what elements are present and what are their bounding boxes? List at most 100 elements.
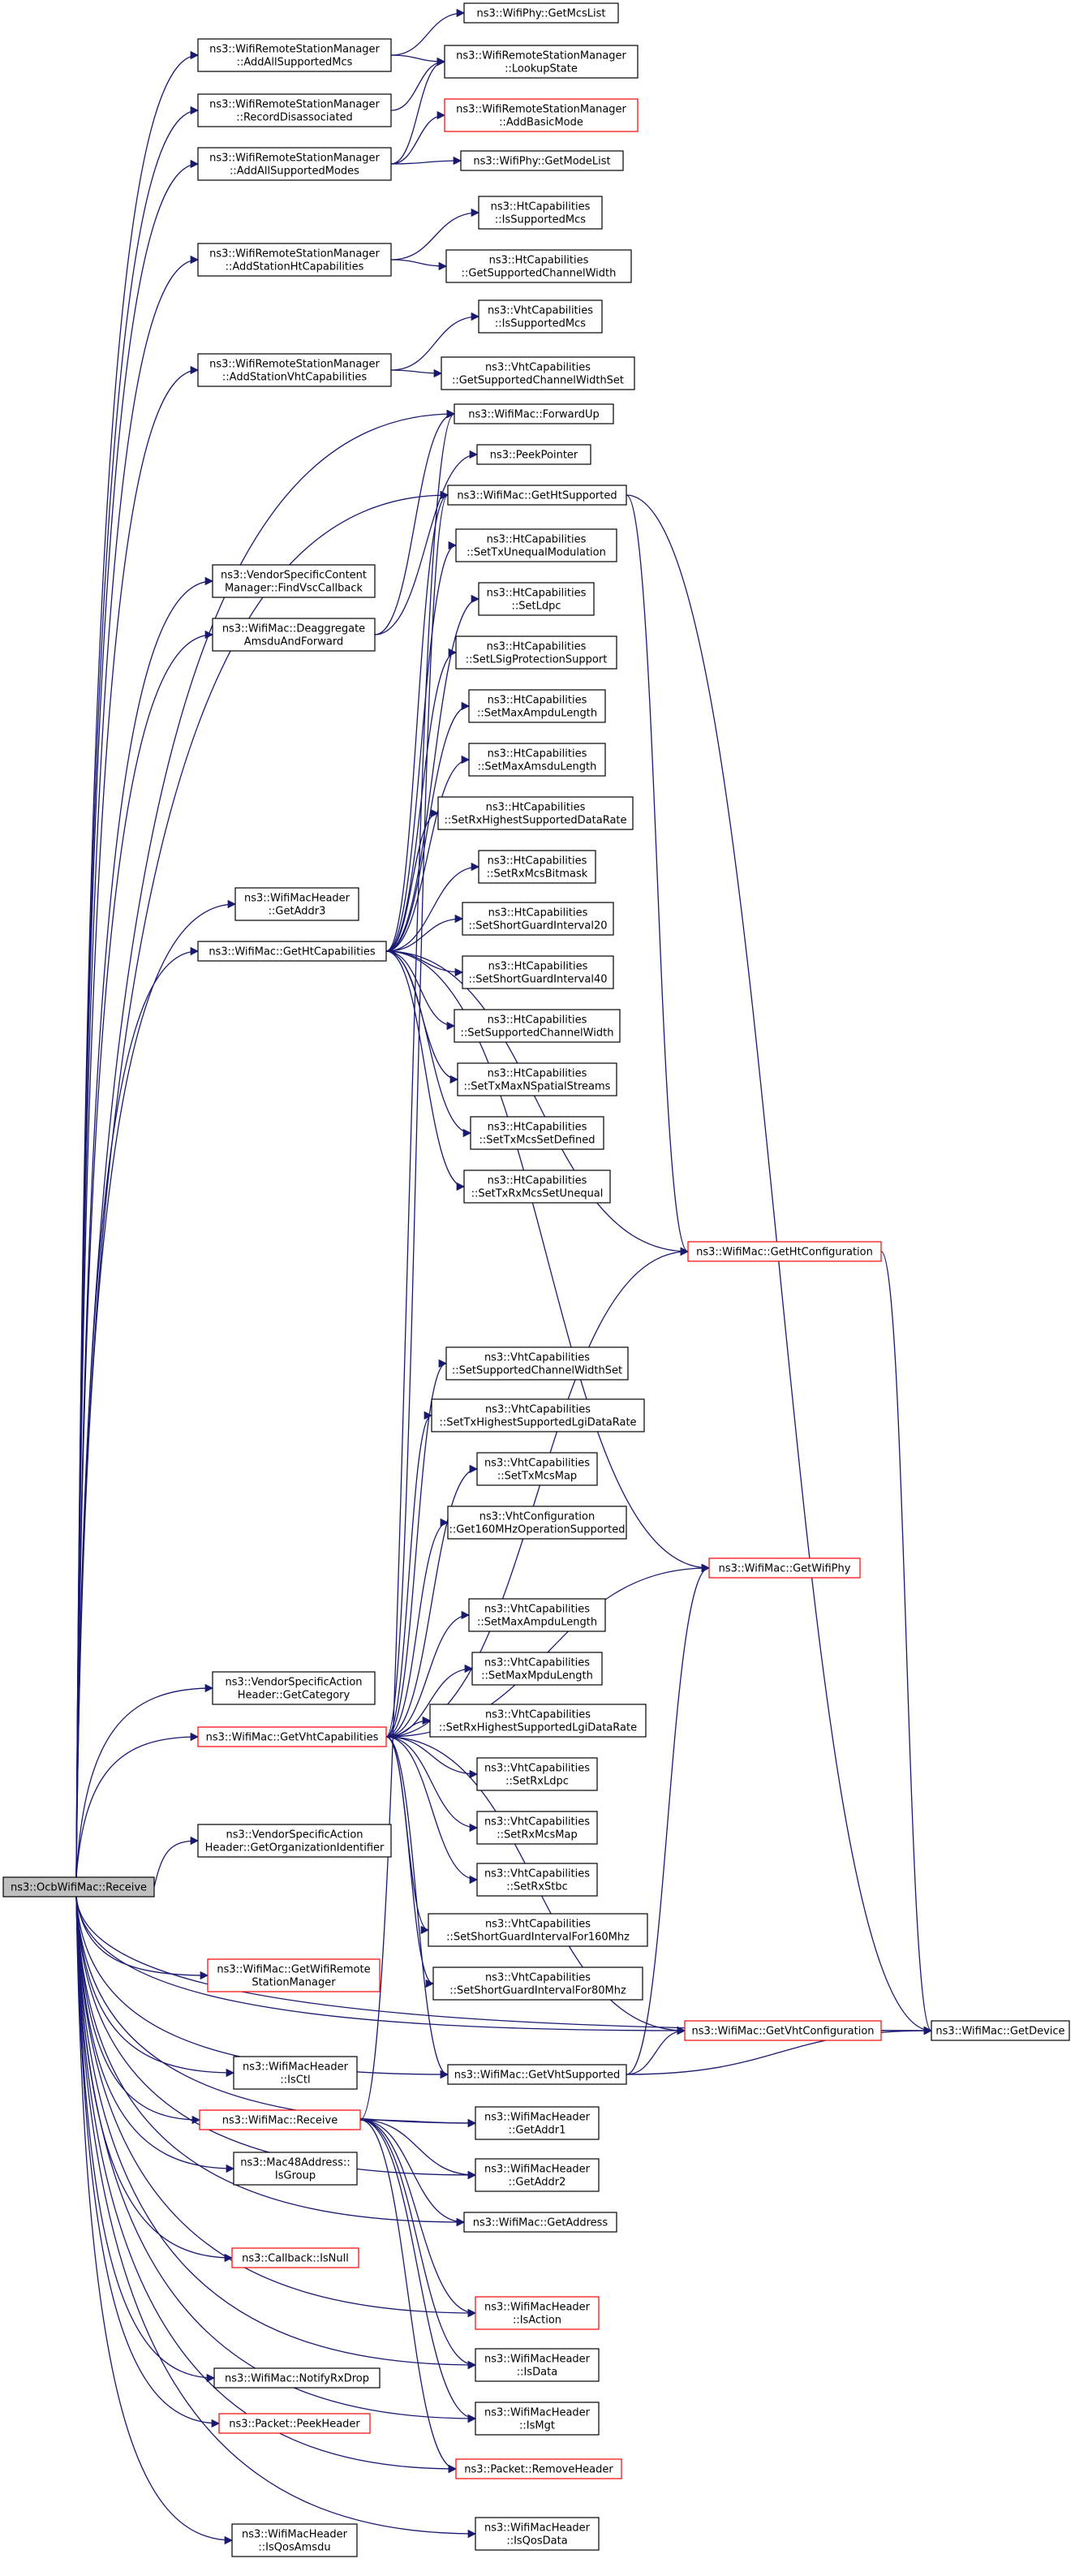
node-vhtIsSupMcs[interactable]: ns3::VhtCapabilities::IsSupportedMcs: [478, 299, 603, 334]
node-recordDisassoc[interactable]: ns3::WifiRemoteStationManager::RecordDis…: [197, 93, 392, 127]
node-getDevice[interactable]: ns3::WifiMac::GetDevice: [931, 2020, 1070, 2041]
node-vhtSetSgi160[interactable]: ns3::VhtCapabilities::SetShortGuardInter…: [428, 1913, 648, 1947]
node-getAddr3[interactable]: ns3::WifiMacHeader::GetAddr3: [234, 887, 359, 921]
node-addAllMcs[interactable]: ns3::WifiRemoteStationManager::AddAllSup…: [197, 38, 392, 72]
node-vhtGetSupCws[interactable]: ns3::VhtCapabilities::GetSupportedChanne…: [441, 356, 635, 390]
node-label: ::SetShortGuardIntervalFor80Mhz: [449, 1985, 626, 1997]
call-edge-getVhtSup-to-getWifiPhy: [626, 1563, 711, 2075]
call-edge-root-to-getAddr2: [75, 1896, 477, 2180]
call-edge-macReceive-to-forwardUp: [359, 410, 456, 2121]
node-getModeList[interactable]: ns3::WifiPhy::GetModeList: [460, 150, 624, 171]
node-label: ::SetRxMcsMap: [497, 1829, 577, 1842]
node-forwardUp[interactable]: ns3::WifiMac::ForwardUp: [454, 403, 614, 424]
node-isQosAmsdu[interactable]: ns3::WifiMacHeader::IsQosAmsdu: [231, 2523, 358, 2557]
node-htSetMaxAmpdu[interactable]: ns3::HtCapabilities::SetMaxAmpduLength: [468, 689, 606, 723]
node-notifyRxDrop[interactable]: ns3::WifiMac::NotifyRxDrop: [213, 2367, 381, 2389]
call-edge-root-to-isAction: [75, 1896, 477, 2318]
node-isMgt[interactable]: ns3::WifiMacHeader::IsMgt: [475, 2402, 600, 2436]
call-edge-addStaVht-to-vhtGetSupCws: [390, 368, 443, 378]
node-isQosData[interactable]: ns3::WifiMacHeader::IsQosData: [475, 2517, 600, 2551]
node-label: ::SetTxMaxNSpatialStreams: [464, 1081, 611, 1093]
node-peekPointer[interactable]: ns3::PeekPointer: [476, 444, 591, 465]
node-getOrgId[interactable]: ns3::VendorSpecificActionHeader::GetOrga…: [197, 1824, 392, 1858]
node-vhtSetSupCws[interactable]: ns3::VhtCapabilities::SetSupportedChanne…: [445, 1346, 629, 1381]
node-htIsSupMcs[interactable]: ns3::HtCapabilities::IsSupportedMcs: [478, 196, 603, 230]
node-vhtSetMaxAmpdu[interactable]: ns3::VhtCapabilities::SetMaxAmpduLength: [468, 1598, 606, 1632]
node-getHtSup[interactable]: ns3::WifiMac::GetHtSupported: [447, 485, 627, 506]
node-vhtSetSgi80[interactable]: ns3::VhtCapabilities::SetShortGuardInter…: [432, 1966, 643, 2001]
node-label: ns3::WifiMac::GetHtConfiguration: [696, 1247, 873, 1259]
node-label: ns3::WifiMac::Receive: [222, 2115, 338, 2127]
node-label: ns3::WifiMacHeader: [484, 2302, 591, 2314]
node-box: [231, 2247, 359, 2268]
call-edge-getVhtCaps-to-getHtSup: [385, 491, 449, 1738]
node-box: [475, 2402, 600, 2436]
node-addStaVht[interactable]: ns3::WifiRemoteStationManager::AddStatio…: [197, 353, 392, 387]
node-box: [197, 93, 392, 127]
node-htSetRxMcs[interactable]: ns3::HtCapabilities::SetRxMcsBitmask: [478, 850, 596, 884]
node-peekHeader[interactable]: ns3::Packet::PeekHeader: [218, 2413, 371, 2434]
node-getVhtCaps[interactable]: ns3::WifiMac::GetVhtCapabilities: [197, 1726, 387, 1747]
node-getCategory[interactable]: ns3::VendorSpecificActionHeader::GetCate…: [212, 1671, 376, 1705]
node-vhtConf160[interactable]: ns3::VhtConfiguration::Get160MHzOperatio…: [447, 1506, 627, 1540]
node-box: [475, 2106, 600, 2140]
node-htSetTxUneq[interactable]: ns3::HtCapabilities::SetTxUnequalModulat…: [455, 528, 617, 562]
node-getRsm[interactable]: ns3::WifiMac::GetWifiRemoteStationManage…: [207, 1958, 381, 1992]
call-edge-getVhtCaps-to-vhtSetSupCws: [385, 1359, 448, 1738]
call-edge-root-to-getOrgId: [153, 1836, 200, 1888]
node-isGroup[interactable]: ns3::Mac48Address::IsGroup: [233, 2152, 358, 2186]
node-addStaHt[interactable]: ns3::WifiRemoteStationManager::AddStatio…: [197, 243, 392, 277]
node-htSetTxNss[interactable]: ns3::HtCapabilities::SetTxMaxNSpatialStr…: [457, 1062, 617, 1096]
node-label: ns3::VhtCapabilities: [485, 1972, 591, 1984]
node-isAction[interactable]: ns3::WifiMacHeader::IsAction: [475, 2296, 600, 2330]
node-isCtl[interactable]: ns3::WifiMacHeader::IsCtl: [233, 2056, 358, 2090]
node-getAddr1[interactable]: ns3::WifiMacHeader::GetAddr1: [475, 2106, 600, 2140]
node-vhtSetTxMcs[interactable]: ns3::VhtCapabilities::SetTxMcsMap: [476, 1452, 598, 1486]
node-htSetRxHigh[interactable]: ns3::HtCapabilities::SetRxHighestSupport…: [437, 796, 634, 830]
node-label: ns3::WifiMacHeader: [484, 2164, 591, 2176]
node-htSetLsig[interactable]: ns3::HtCapabilities::SetLSigProtectionSu…: [455, 635, 617, 670]
node-vhtSetRxLdpc[interactable]: ns3::VhtCapabilities::SetRxLdpc: [476, 1757, 598, 1791]
node-htSetSupCw[interactable]: ns3::HtCapabilities::SetSupportedChannel…: [454, 1009, 621, 1043]
node-vhtSetRxMcs[interactable]: ns3::VhtCapabilities::SetRxMcsMap: [476, 1811, 598, 1845]
node-label: ns3::VhtCapabilities: [484, 1604, 590, 1616]
node-lookupState[interactable]: ns3::WifiRemoteStationManager::LookupSta…: [444, 45, 639, 79]
node-label: ns3::Mac48Address::: [240, 2157, 350, 2169]
node-label: ::IsSupportedMcs: [495, 318, 586, 330]
node-htSetMaxAmsdu[interactable]: ns3::HtCapabilities::SetMaxAmsduLength: [468, 743, 606, 777]
node-vhtSetMaxMpdu[interactable]: ns3::VhtCapabilities::SetMaxMpduLength: [471, 1652, 603, 1686]
node-getVhtSup[interactable]: ns3::WifiMac::GetVhtSupported: [447, 2064, 627, 2085]
node-addBasicMode[interactable]: ns3::WifiRemoteStationManager::AddBasicM…: [444, 98, 639, 132]
node-getHtConf[interactable]: ns3::WifiMac::GetHtConfiguration: [687, 1241, 882, 1262]
node-label: ns3::HtCapabilities: [488, 1175, 587, 1187]
node-htGetSupCw[interactable]: ns3::HtCapabilities::GetSupportedChannel…: [445, 249, 632, 283]
node-label: ::IsData: [517, 2367, 557, 2379]
node-vhtSetTxHigh[interactable]: ns3::VhtCapabilities::SetTxHighestSuppor…: [431, 1398, 645, 1432]
node-htSetSgi20[interactable]: ns3::HtCapabilities::SetShortGuardInterv…: [462, 902, 614, 936]
node-macReceive[interactable]: ns3::WifiMac::Receive: [199, 2109, 361, 2130]
node-vhtSetRxHigh[interactable]: ns3::VhtCapabilities::SetRxHighestSuppor…: [429, 1704, 647, 1738]
node-htSetLdpc[interactable]: ns3::HtCapabilities::SetLdpc: [478, 582, 595, 616]
node-htSetTxMcsDef[interactable]: ns3::HtCapabilities::SetTxMcsSetDefined: [470, 1116, 604, 1150]
call-edge-root-to-isCtl: [75, 1896, 235, 2078]
node-getAddress[interactable]: ns3::WifiMac::GetAddress: [463, 2212, 617, 2233]
node-htSetSgi40[interactable]: ns3::HtCapabilities::SetShortGuardInterv…: [462, 955, 614, 989]
node-getHtCaps[interactable]: ns3::WifiMac::GetHtCapabilities: [197, 941, 387, 962]
node-getWifiPhy[interactable]: ns3::WifiMac::GetWifiPhy: [708, 1557, 861, 1579]
node-label: ns3::WifiRemoteStationManager: [209, 99, 380, 111]
node-getAddr2[interactable]: ns3::WifiMacHeader::GetAddr2: [475, 2158, 600, 2192]
node-addAllModes[interactable]: ns3::WifiRemoteStationManager::AddAllSup…: [197, 147, 392, 181]
call-edge-macReceive-to-isData: [359, 2119, 477, 2370]
node-getVhtConf[interactable]: ns3::WifiMac::GetVhtConfiguration: [684, 2020, 882, 2041]
node-vhtSetRxStbc[interactable]: ns3::VhtCapabilities::SetRxStbc: [476, 1863, 598, 1897]
node-label: ::RecordDisassociated: [236, 112, 353, 124]
node-removeHeader[interactable]: ns3::Packet::RemoveHeader: [455, 2458, 622, 2479]
node-getMcsList[interactable]: ns3::WifiPhy::GetMcsList: [463, 2, 619, 24]
node-findVsc[interactable]: ns3::VendorSpecificContentManager::FindV…: [212, 564, 376, 598]
node-htSetTxRxUneq[interactable]: ns3::HtCapabilities::SetTxRxMcsSetUnequa…: [463, 1170, 611, 1204]
node-label: ns3::VhtCapabilities: [485, 362, 591, 374]
node-isNull[interactable]: ns3::Callback::IsNull: [231, 2247, 359, 2268]
call-edge-root-to-getHtCaps: [75, 946, 200, 1878]
node-isData[interactable]: ns3::WifiMacHeader::IsData: [475, 2348, 600, 2382]
